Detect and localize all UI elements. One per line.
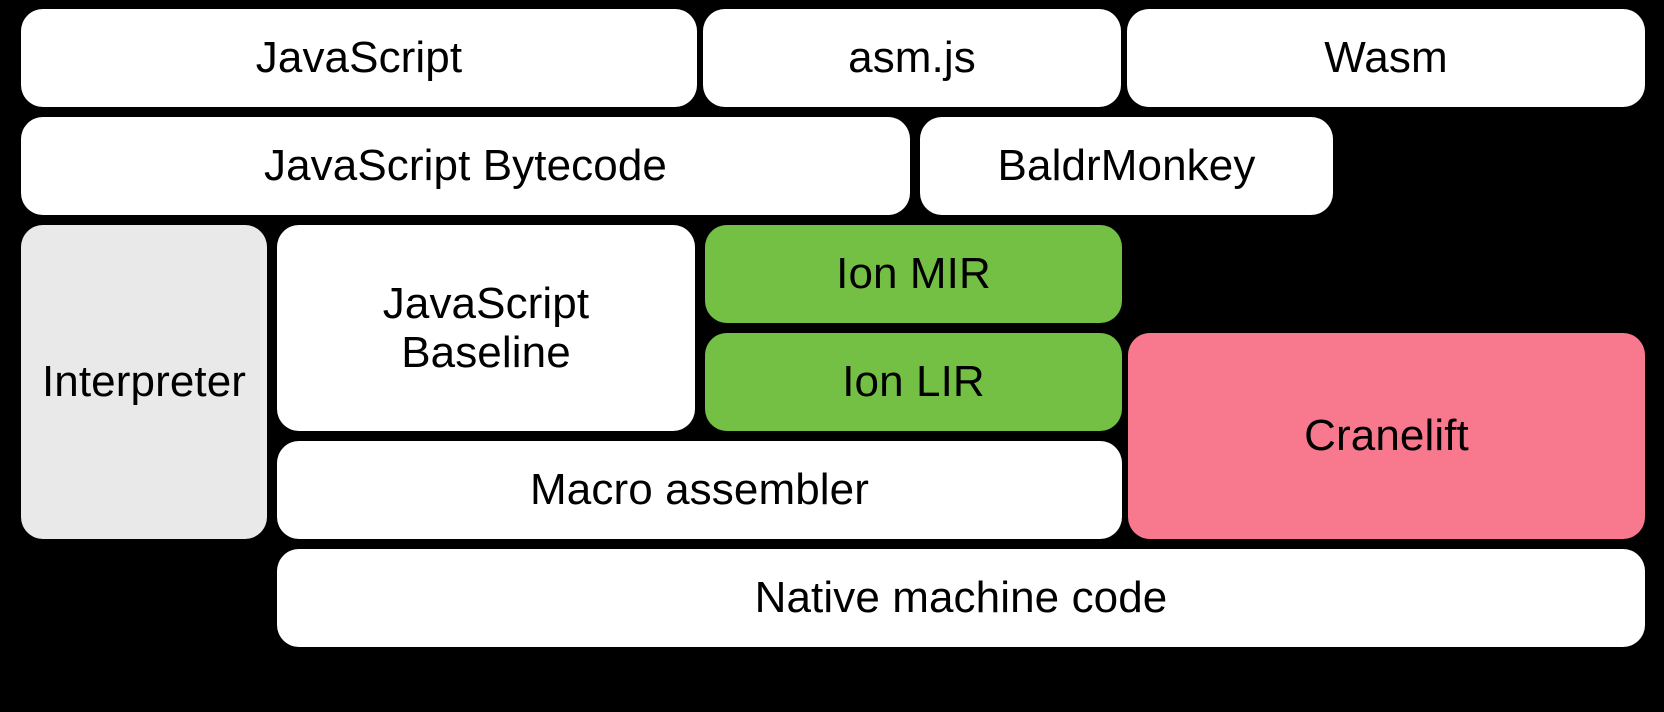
node-baldrmonkey[interactable]: BaldrMonkey xyxy=(920,117,1333,215)
node-ion-lir[interactable]: Ion LIR xyxy=(705,333,1122,431)
node-native-machine-code[interactable]: Native machine code xyxy=(277,549,1645,647)
node-macro-assembler[interactable]: Macro assembler xyxy=(277,441,1122,539)
node-javascript[interactable]: JavaScript xyxy=(21,9,697,107)
node-javascript-bytecode[interactable]: JavaScript Bytecode xyxy=(21,117,910,215)
node-interpreter[interactable]: Interpreter xyxy=(21,225,267,539)
node-cranelift[interactable]: Cranelift xyxy=(1128,333,1645,539)
node-ion-mir[interactable]: Ion MIR xyxy=(705,225,1122,323)
node-asmjs[interactable]: asm.js xyxy=(703,9,1121,107)
node-wasm[interactable]: Wasm xyxy=(1127,9,1645,107)
node-javascript-baseline[interactable]: JavaScript Baseline xyxy=(277,225,695,431)
